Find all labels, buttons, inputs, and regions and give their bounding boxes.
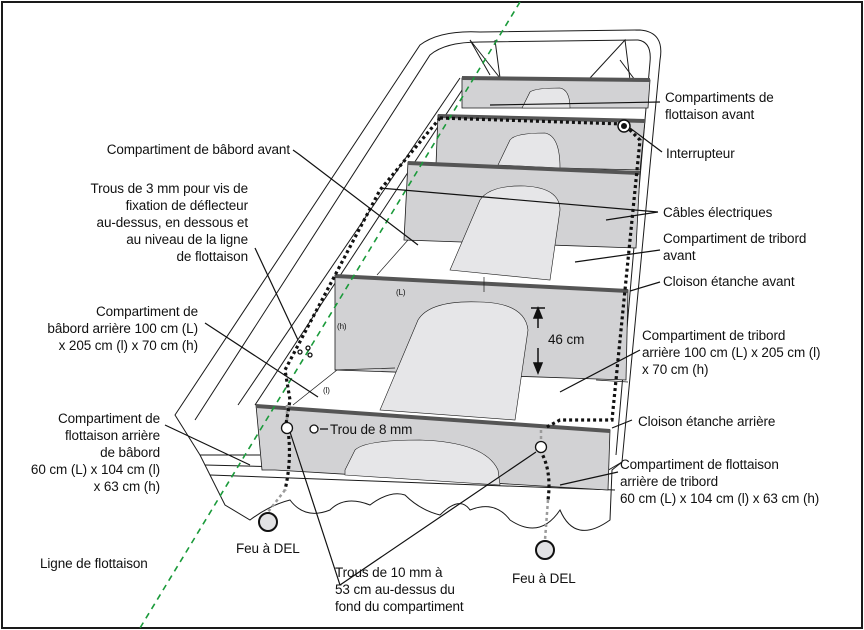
height-dimension-arrow [531,305,545,376]
label-led-light-port: Feu à DEL [236,541,300,556]
center-floor-forward [449,185,561,281]
label-line: avant [663,248,696,263]
forward-panel-1-opening [521,87,571,109]
label-line: de flottaison [176,249,249,264]
label-forward-flotation: Compartiments de flottaison avant [665,89,774,123]
label-line: 60 cm (L) x 104 cm (l) [30,462,160,477]
electrical-cables [283,116,642,501]
forward-panel-2-opening [497,132,561,169]
label-starboard-aft: Compartiment de tribord arrière 100 cm (… [642,327,821,378]
label-line: Compartiment de tribord [663,231,807,246]
hole-8mm-marker [309,424,319,434]
label-port-aft: Compartiment de bâbord arrière 100 cm (L… [10,303,198,354]
led-light-port [258,512,278,532]
label-port-forward: Compartiment de bâbord avant [106,142,290,157]
label-line: arrière 100 cm (L) x 205 cm (l) [642,345,821,360]
label-dim-l: (l) [323,386,330,395]
hole-10mm-starboard [534,440,548,454]
label-line: de bâbord [100,445,160,460]
center-floor-aft [379,301,529,421]
label-line: arrière de tribord [620,474,718,489]
holes [280,345,548,454]
label-line: 53 cm au-dessus du [335,582,455,597]
label-line: fixation de déflecteur [125,198,248,213]
label-led-light-starboard: Feu à DEL [512,571,576,586]
label-dim-L: (L) [396,288,406,297]
label-line: Compartiment de [95,304,198,319]
inner-lines [292,239,629,406]
label-hole-8mm: Trou de 8 mm [330,422,413,437]
label-height-46cm: 46 cm [548,332,585,347]
label-line: Trous de 10 mm à [335,565,443,580]
label-waterline: Ligne de flottaison [40,556,148,571]
label-line: flottaison avant [665,107,755,122]
label-line: Compartiment de tribord [642,328,786,343]
led-lights [258,512,555,560]
bulkhead-edges [255,76,651,433]
hole-3mm-2 [305,345,311,351]
label-line: Compartiment de flottaison [620,457,779,472]
label-line: bâbord arrière 100 cm (L) [47,321,198,336]
label-electrical-cables: Câbles électriques [663,205,773,220]
label-line: au niveau de la ligne [126,232,248,247]
label-dim-h: (h) [337,322,347,331]
led-wires [267,405,550,541]
label-line: flottaison arrière [65,428,160,443]
hole-3mm-3 [307,352,313,358]
leader-lines [164,101,663,586]
hole-10mm-port [280,421,294,435]
label-switch: Interrupteur [666,146,735,161]
label-line: au-dessus, en dessous et [96,215,249,230]
label-starboard-aft-flotation: Compartiment de flottaison arrière de tr… [620,456,819,507]
label-line: Compartiments de [665,90,774,105]
label-line: 60 cm (L) x 104 cm (l) x 63 cm (h) [620,491,820,506]
label-line: Trous de 3 mm pour vis de [90,181,248,196]
label-holes-10mm: Trous de 10 mm à 53 cm au-dessus du fond… [335,564,464,615]
label-holes-3mm: Trous de 3 mm pour vis de fixation de dé… [30,180,248,265]
hull-outline [174,29,662,531]
label-line: fond du compartiment [335,599,464,614]
label-starboard-forward: Compartiment de tribord avant [663,230,806,264]
aft-panel-opening [344,439,501,486]
label-line: Compartiment de [57,411,160,426]
label-port-aft-flotation: Compartiment de flottaison arrière de bâ… [10,410,160,495]
switch-icon [617,119,631,133]
compartment-panels [255,77,651,491]
led-light-starboard [535,540,555,560]
waterline [139,1,521,629]
label-aft-bulkhead: Cloison étanche arrière [638,414,776,429]
hole-3mm-1 [297,349,303,355]
label-line: x 70 cm (h) [642,362,709,377]
label-line: x 205 cm (l) x 70 cm (h) [58,338,198,353]
label-line: x 63 cm (h) [93,479,161,494]
label-forward-bulkhead: Cloison étanche avant [663,274,795,289]
